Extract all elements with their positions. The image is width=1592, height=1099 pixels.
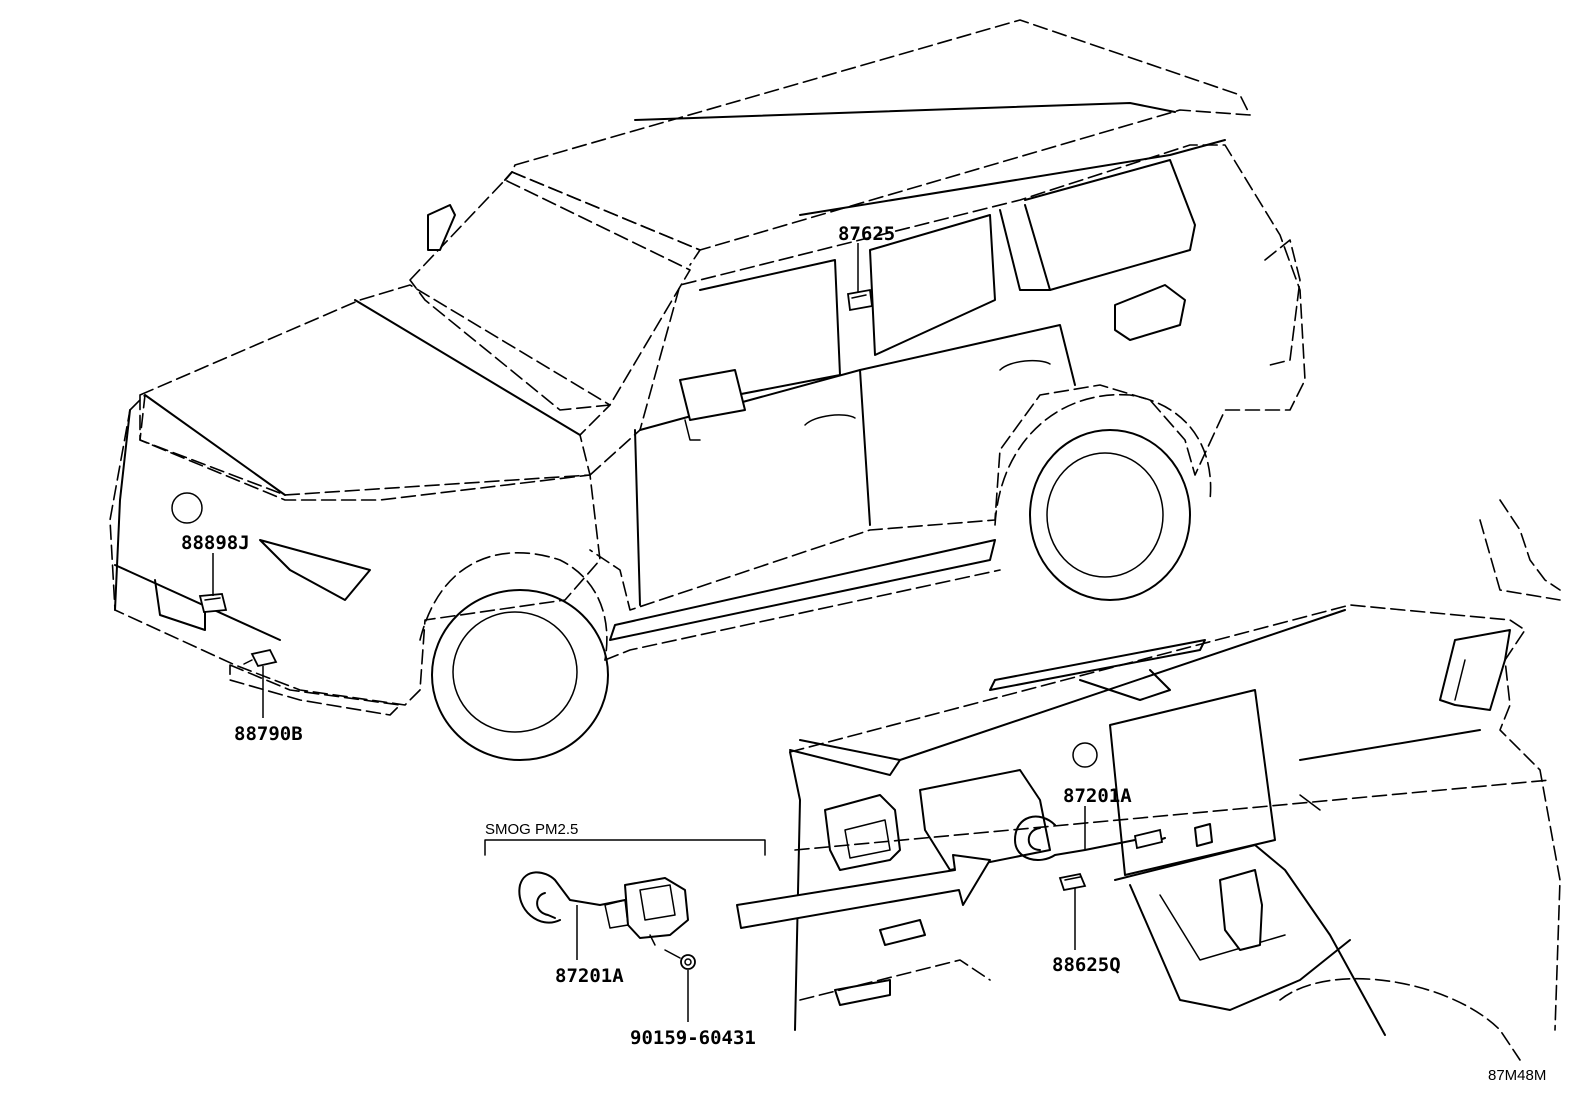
callout-88790B: 88790B: [234, 723, 303, 745]
dash-sensor: [1058, 872, 1087, 892]
front-sensor: [198, 593, 228, 613]
callout-87625: 87625: [838, 223, 895, 245]
dashboard: [789, 499, 1561, 1061]
detail-box-label: SMOG PM2.5: [485, 821, 578, 838]
bumper-sensor: [243, 648, 278, 668]
detail-box: SMOG PM2.5: [484, 821, 766, 970]
callout-90159-60431: 90159-60431: [630, 1027, 756, 1049]
callout-88898J: 88898J: [181, 532, 250, 554]
detail-pointer-arrow: [736, 854, 991, 929]
roof-sensor: [847, 288, 873, 312]
illustration-reference: 87M48M: [1488, 1067, 1546, 1084]
callout-88625Q: 88625Q: [1052, 954, 1121, 976]
dash-hose: [1014, 815, 1166, 861]
callout-87201A-dash: 87201A: [1063, 785, 1132, 807]
callout-87201A-detail: 87201A: [555, 965, 624, 987]
vehicle-body: [109, 19, 1306, 761]
